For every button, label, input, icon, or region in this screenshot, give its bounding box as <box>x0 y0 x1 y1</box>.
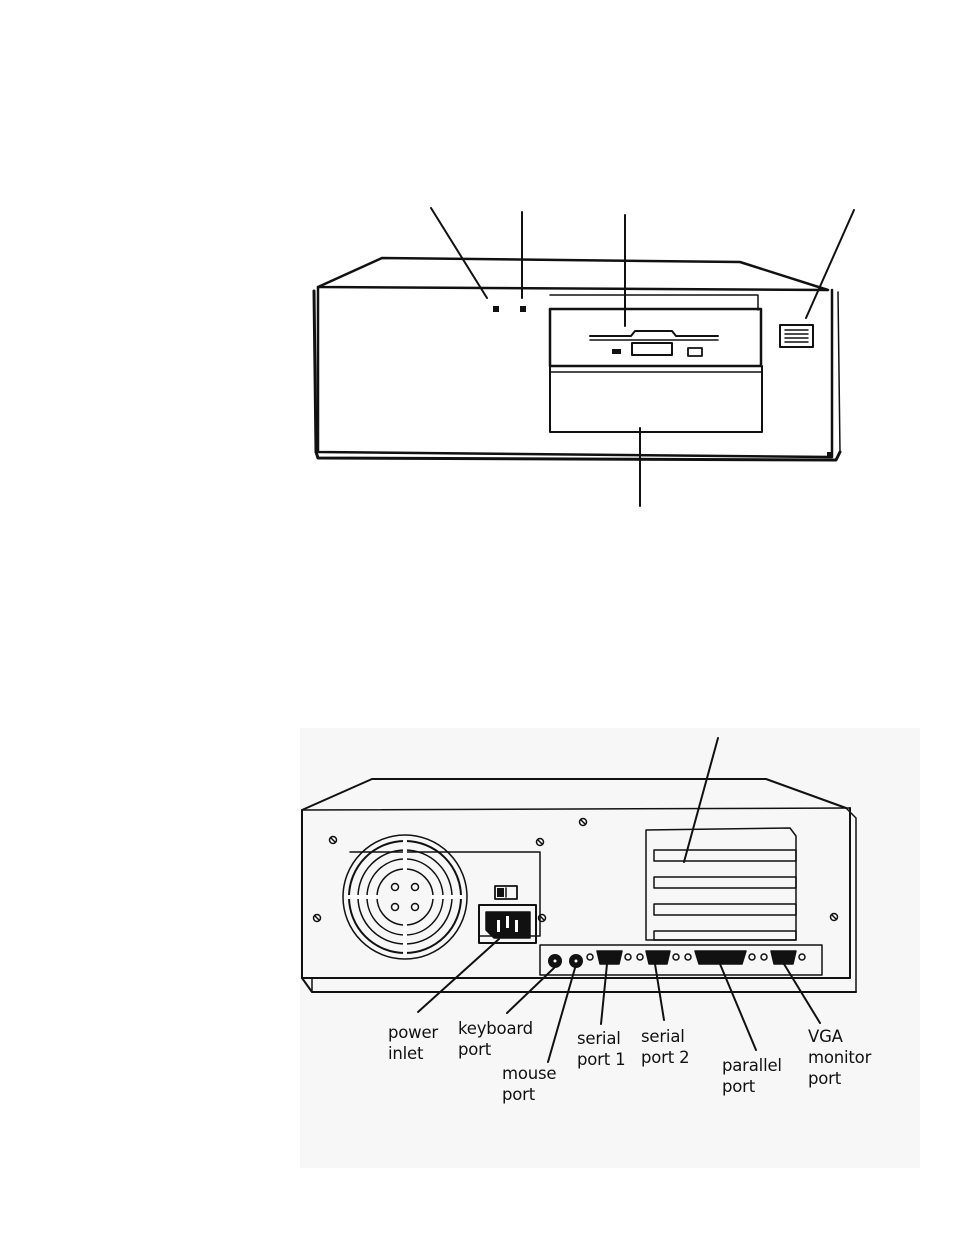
parallel-port <box>684 950 756 965</box>
label-line: port <box>808 1069 842 1088</box>
label-keyboard-port: keyboard port <box>458 1018 533 1060</box>
label-line: serial <box>577 1029 621 1048</box>
floppy-led-icon <box>612 349 621 354</box>
label-line: parallel <box>722 1056 782 1075</box>
power-light-icon <box>493 306 499 312</box>
label-line: port 1 <box>577 1050 626 1069</box>
label-serial-port-1: serial port 1 <box>577 1028 626 1070</box>
label-parallel-port: parallel port <box>722 1055 782 1097</box>
front-view <box>312 207 855 507</box>
io-panel <box>539 944 823 976</box>
voltage-switch <box>494 885 518 900</box>
label-line: monitor <box>808 1048 872 1067</box>
label-line: inlet <box>388 1044 424 1063</box>
label-line: port <box>722 1077 756 1096</box>
label-line: port 2 <box>641 1048 690 1067</box>
label-line: keyboard <box>458 1019 533 1038</box>
label-line: power <box>388 1023 438 1042</box>
label-line: serial <box>641 1027 685 1046</box>
label-vga-monitor-port: VGA monitor port <box>808 1026 871 1089</box>
serial-port-2 <box>636 950 680 965</box>
rear-view <box>301 737 857 1063</box>
label-line: mouse <box>502 1064 557 1083</box>
drive-light-icon <box>520 306 526 312</box>
floppy-drive <box>548 307 763 368</box>
label-line: VGA <box>808 1027 843 1046</box>
label-line: port <box>458 1040 492 1059</box>
label-line: port <box>502 1085 536 1104</box>
vga-port <box>760 950 806 965</box>
fan-grille-icon <box>342 834 468 960</box>
reset-button <box>779 324 814 348</box>
power-inlet <box>478 904 537 944</box>
label-power-inlet: power inlet <box>388 1022 438 1064</box>
expansion-slots <box>645 827 797 941</box>
screw-icon <box>312 817 839 923</box>
serial-port-1 <box>586 950 632 965</box>
eject-button <box>687 347 703 357</box>
label-mouse-port: mouse port <box>502 1063 557 1105</box>
label-serial-port-2: serial port 2 <box>641 1026 690 1068</box>
